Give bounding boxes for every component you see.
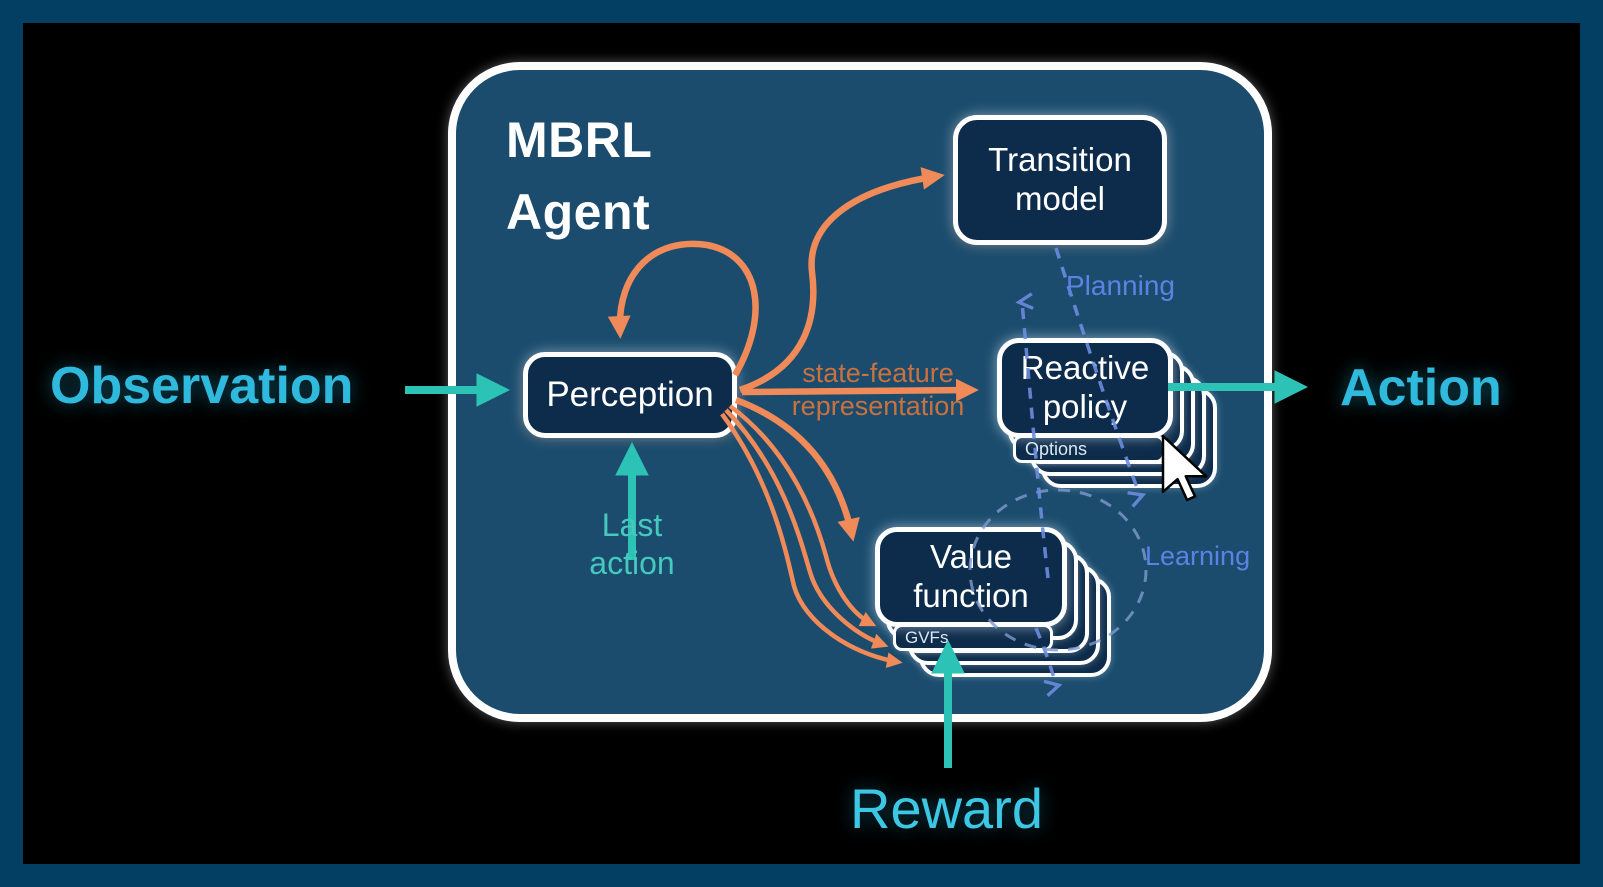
agent-title-line2: Agent <box>506 184 651 240</box>
perception-label: Perception <box>546 375 714 415</box>
reactive-policy-stack: Options Reactive policy <box>997 338 1227 503</box>
agent-title: MBRL Agent <box>506 104 652 248</box>
agent-title-line1: MBRL <box>506 112 653 168</box>
observation-label: Observation <box>50 357 354 415</box>
gvfs-tag: GVFs <box>893 624 1053 651</box>
reactive-policy-line1: Reactive <box>1020 349 1150 387</box>
learning-label: Learning <box>1145 541 1251 571</box>
reward-label: Reward <box>850 777 1043 840</box>
value-function-box: Value function <box>875 527 1067 627</box>
planning-label: Planning <box>1066 270 1175 301</box>
value-function-line1: Value <box>930 538 1012 576</box>
options-tag: Options <box>1013 435 1165 463</box>
transition-model-box: Transition model <box>953 115 1167 245</box>
reactive-policy-box: Reactive policy <box>997 338 1173 438</box>
last-action-label: Last action <box>589 507 675 581</box>
reactive-policy-line2: policy <box>1042 388 1128 425</box>
value-function-line2: function <box>913 577 1029 614</box>
perception-box: Perception <box>523 352 737 438</box>
state-feature-representation-label: state-feature representation <box>791 358 965 421</box>
transition-model-line1: Transition <box>988 141 1132 179</box>
transition-model-line2: model <box>1015 180 1105 217</box>
action-label: Action <box>1340 359 1502 417</box>
value-function-stack: GVFs Value function <box>875 527 1120 687</box>
